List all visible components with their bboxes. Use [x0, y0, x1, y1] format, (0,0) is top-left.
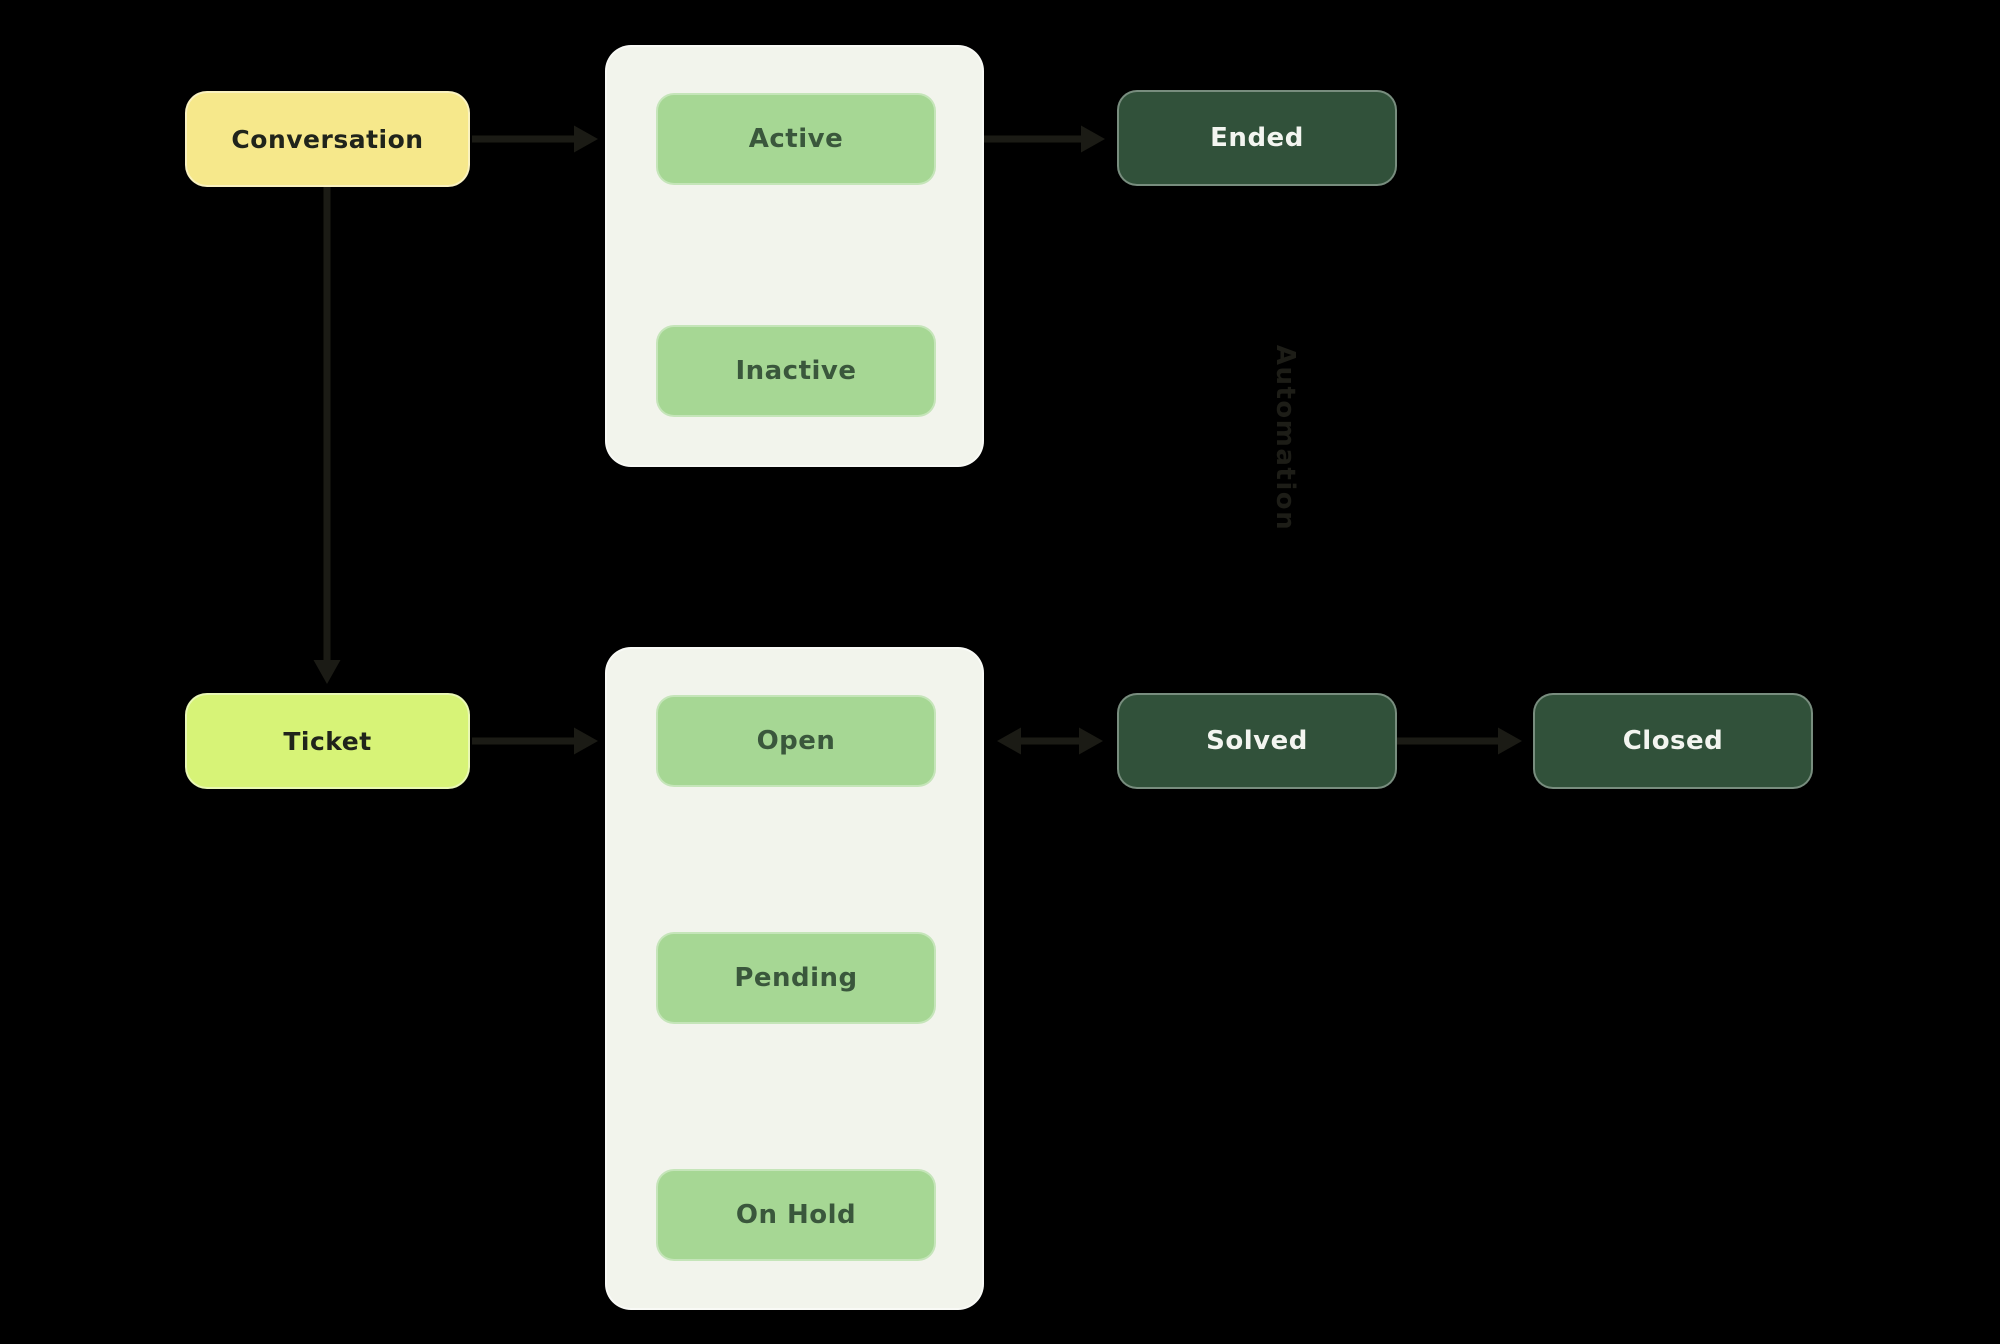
node-pending-label: Pending: [734, 963, 858, 993]
node-closed: Closed: [1533, 693, 1813, 789]
node-active-label: Active: [748, 124, 844, 154]
arrow-active-to-ended: [984, 125, 1105, 153]
node-inactive-label: Inactive: [735, 356, 857, 386]
node-open: Open: [656, 695, 936, 787]
arrow-open-solved-twoway: [997, 727, 1103, 755]
node-ticket-label: Ticket: [283, 726, 372, 756]
node-open-label: Open: [756, 726, 836, 756]
node-conversation: Conversation: [185, 91, 470, 187]
node-closed-label: Closed: [1622, 726, 1724, 756]
node-ticket: Ticket: [185, 693, 470, 789]
node-solved-label: Solved: [1206, 726, 1308, 756]
node-inactive: Inactive: [656, 325, 936, 417]
node-on-hold: On Hold: [656, 1169, 936, 1261]
node-pending: Pending: [656, 932, 936, 1024]
node-active: Active: [656, 93, 936, 185]
arrow-conversation-to-ticket: [313, 187, 341, 684]
arrow-solved-to-closed: [1397, 727, 1522, 755]
node-conversation-label: Conversation: [231, 124, 424, 154]
node-on-hold-label: On Hold: [735, 1200, 857, 1230]
node-ended-label: Ended: [1210, 123, 1304, 153]
node-ended: Ended: [1117, 90, 1397, 186]
arrow-ticket-to-open-group: [472, 727, 598, 755]
node-solved: Solved: [1117, 693, 1397, 789]
arrow-conversation-to-active-group: [472, 125, 598, 153]
automation-annotation: Automation: [1270, 344, 1300, 532]
